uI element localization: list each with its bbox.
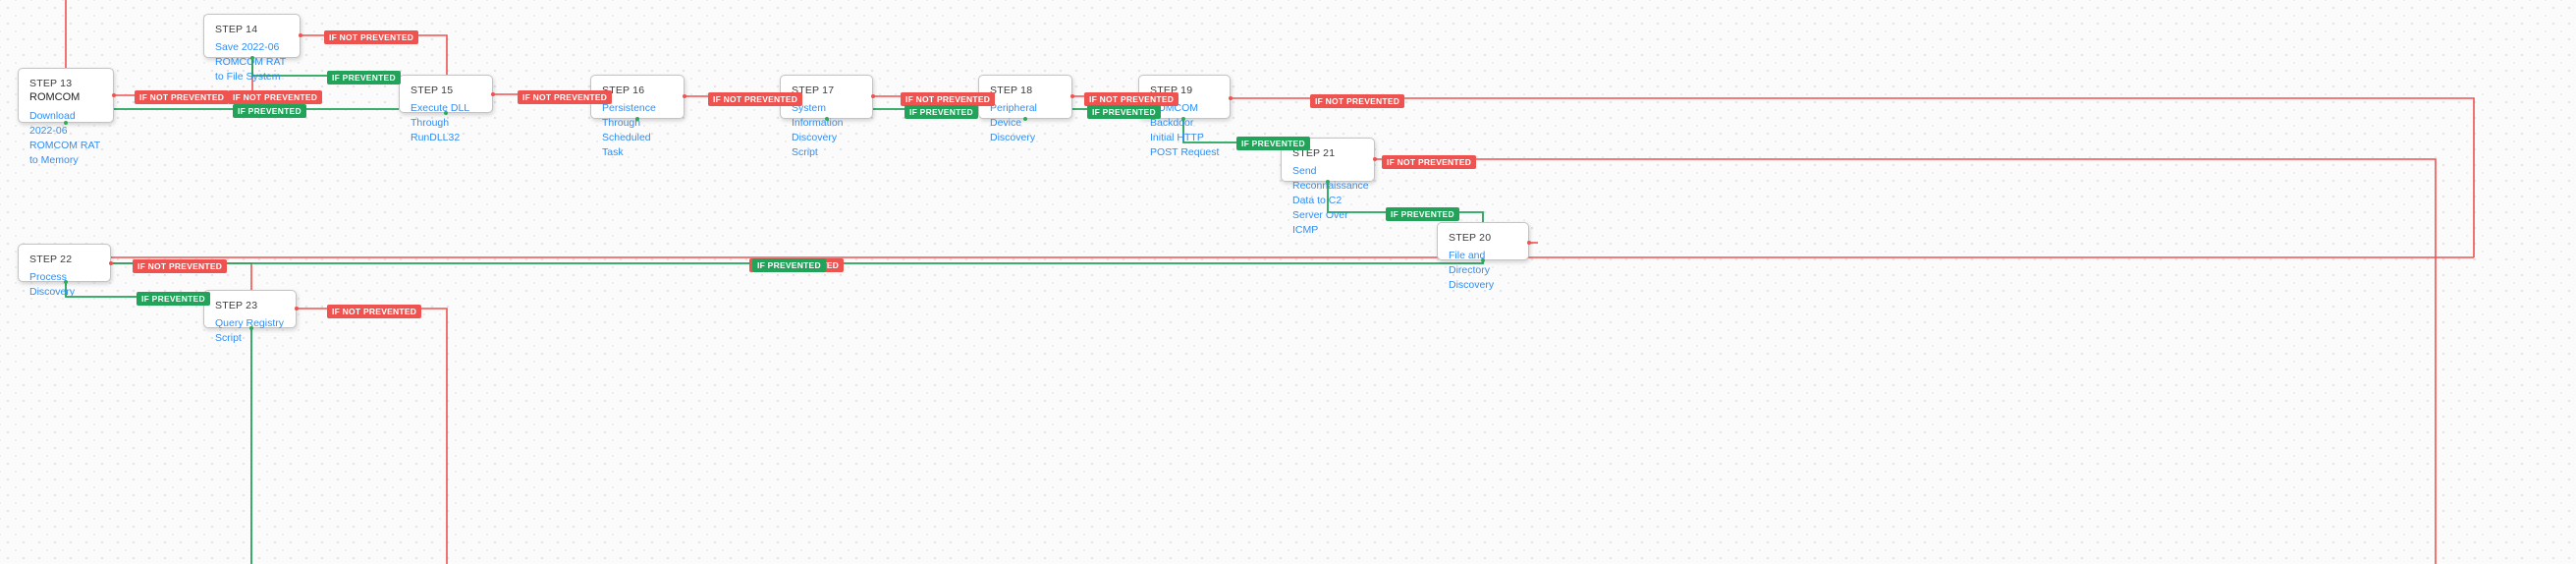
edge-label-not-prevented[interactable]: IF NOT PREVENTED [1084, 92, 1179, 106]
port-out-step14-green [250, 56, 254, 60]
port-out-step23-green [249, 326, 253, 330]
port-out-step21-green [1326, 180, 1330, 184]
node-step16[interactable]: STEP 16 Persistence Through Scheduled Ta… [590, 75, 685, 158]
edge-label-not-prevented[interactable]: IF NOT PREVENTED [1310, 94, 1405, 108]
port-out-step23-red [295, 307, 299, 310]
node-title[interactable]: Save 2022-06 ROMCOM RAT to File System [215, 41, 286, 83]
node-step20[interactable]: STEP 20 File and Directory Discovery [1437, 222, 1529, 291]
node-step-number: STEP 18 [990, 85, 1033, 96]
node-title[interactable]: Query Registry Script [215, 317, 285, 344]
node-step-number: STEP 23 [215, 300, 258, 311]
edge-label-not-prevented[interactable]: IF NOT PREVENTED [327, 305, 422, 318]
edge-label-prevented[interactable]: IF PREVENTED [327, 71, 401, 85]
node-step-number: STEP 20 [1449, 232, 1492, 244]
node-title[interactable]: Send Reconnaissance Data to C2 Server Ov… [1292, 165, 1369, 236]
node-title[interactable]: Download 2022-06 ROMCOM RAT to Memory [29, 110, 100, 166]
node-step23[interactable]: STEP 23 Query Registry Script [203, 290, 297, 344]
port-out-step20-red [1527, 241, 1531, 245]
port-out-step18-green [1023, 117, 1027, 121]
node-title[interactable]: Peripheral Device Discovery [990, 102, 1037, 143]
node-step22[interactable]: STEP 22 Process Discovery [18, 244, 111, 298]
node-step-number: STEP 16 [602, 85, 645, 96]
edge-label-not-prevented[interactable]: IF NOT PREVENTED [518, 90, 613, 104]
node-title[interactable]: Process Discovery [29, 271, 76, 298]
node-step-number: STEP 14 [215, 24, 258, 35]
node-threat-name: ROMCOM [29, 91, 81, 103]
edge-label-prevented[interactable]: IF PREVENTED [1236, 137, 1310, 150]
edge-label-not-prevented[interactable]: IF NOT PREVENTED [1382, 155, 1477, 169]
node-title[interactable]: Execute DLL Through RunDLL32 [411, 102, 469, 143]
port-out-step20-green [1481, 258, 1485, 262]
edge-label-not-prevented[interactable]: IF NOT PREVENTED [133, 259, 228, 273]
edge-label-prevented[interactable]: IF PREVENTED [1386, 207, 1459, 221]
node-title[interactable]: File and Directory Discovery [1449, 250, 1495, 291]
node-step15[interactable]: STEP 15 Execute DLL Through RunDLL32 [399, 75, 493, 143]
edge-label-prevented[interactable]: IF PREVENTED [1087, 105, 1161, 119]
node-step-number: STEP 21 [1292, 147, 1336, 159]
edge-label-not-prevented[interactable]: IF NOT PREVENTED [901, 92, 996, 106]
port-out-step13-red [112, 93, 116, 97]
port-out-step15-green [444, 111, 448, 115]
edge-label-not-prevented[interactable]: IF NOT PREVENTED [708, 92, 803, 106]
port-out-step14-red [299, 33, 302, 37]
port-out-step19-green [1181, 117, 1185, 121]
port-out-step17-red [871, 94, 875, 98]
edge-label-prevented[interactable]: IF PREVENTED [752, 258, 826, 272]
node-step13[interactable]: STEP 13 ROMCOM Download 2022-06 ROMCOM R… [18, 68, 114, 166]
port-out-step22-green [64, 280, 68, 284]
node-step-number: STEP 22 [29, 254, 73, 265]
node-step14[interactable]: STEP 14 Save 2022-06 ROMCOM RAT to File … [203, 14, 301, 83]
port-out-step13-green [64, 121, 68, 125]
node-title[interactable]: System Information Discovery Script [792, 102, 844, 158]
port-out-step21-red [1373, 157, 1377, 161]
node-title[interactable]: Persistence Through Scheduled Task [602, 102, 656, 158]
edge-label-prevented[interactable]: IF PREVENTED [904, 105, 978, 119]
port-out-step15-red [491, 92, 495, 96]
port-out-step18-red [1070, 94, 1074, 98]
node-step-number: STEP 15 [411, 85, 454, 96]
port-out-step19-red [1229, 96, 1233, 100]
edge-label-prevented[interactable]: IF PREVENTED [137, 292, 210, 306]
port-out-step16-green [635, 117, 639, 121]
edge-label-not-prevented[interactable]: IF NOT PREVENTED [228, 90, 323, 104]
edge-label-prevented[interactable]: IF PREVENTED [233, 104, 306, 118]
port-out-step22-red [109, 261, 113, 265]
port-out-step17-green [825, 117, 829, 121]
edge-label-not-prevented[interactable]: IF NOT PREVENTED [324, 30, 419, 44]
port-out-step16-red [683, 94, 686, 98]
node-step-number: STEP 13 [29, 78, 73, 89]
edge-label-not-prevented[interactable]: IF NOT PREVENTED [135, 90, 230, 104]
